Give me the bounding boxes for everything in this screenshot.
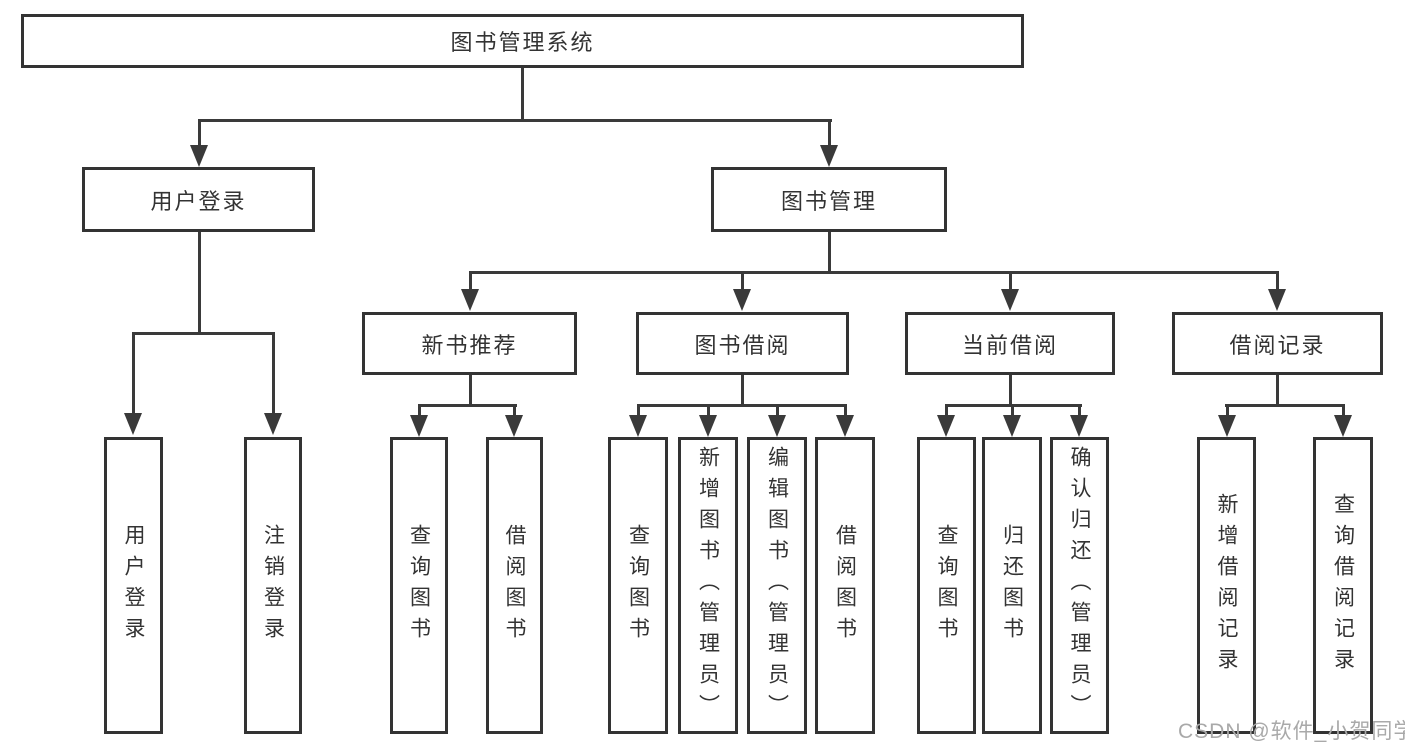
- connector-vline: [1276, 374, 1279, 406]
- arrow-down-icon: [410, 415, 428, 437]
- leaf-label: 借阅图书: [503, 523, 526, 648]
- arrow-down-icon: [505, 415, 523, 437]
- arrow-down-icon: [1003, 415, 1021, 437]
- connector-vline: [707, 404, 710, 417]
- arrow-down-icon: [768, 415, 786, 437]
- leaf-label: 借阅图书: [833, 523, 857, 648]
- connector-vline: [1078, 404, 1081, 417]
- watermark: CSDN @软件_小贺同学: [1178, 720, 1405, 743]
- arrow-down-icon: [124, 413, 142, 435]
- connector-vline: [741, 374, 744, 406]
- arrow-down-icon: [629, 415, 647, 437]
- connector-vline: [945, 404, 948, 417]
- leaf-confirm-return-admin: 确认归还（管理员）: [1050, 437, 1109, 734]
- arrow-down-icon: [1334, 415, 1352, 437]
- leaf-label: 确认归还（管理员）: [1068, 446, 1091, 725]
- arrow-down-icon: [1070, 415, 1088, 437]
- connector-hline: [637, 404, 847, 407]
- node-user-login: 用户登录: [82, 167, 315, 232]
- arrow-down-icon: [836, 415, 854, 437]
- connector-vline: [1011, 404, 1014, 417]
- leaf-label: 编辑图书（管理员）: [765, 446, 789, 725]
- leaf-label: 新增借阅记录: [1215, 492, 1238, 679]
- node-current-borrowing: 当前借阅: [905, 312, 1115, 375]
- arrow-down-icon: [190, 145, 208, 167]
- leaf-add-borrow-record: 新增借阅记录: [1197, 437, 1256, 734]
- connector-hline: [418, 404, 517, 407]
- connector-hline: [469, 271, 1279, 274]
- connector-vline: [1276, 271, 1279, 291]
- leaf-label: 新增图书（管理员）: [696, 446, 720, 725]
- arrow-down-icon: [264, 413, 282, 435]
- arrow-down-icon: [461, 289, 479, 311]
- connector-vline: [1226, 404, 1229, 417]
- leaf-edit-books-admin: 编辑图书（管理员）: [747, 437, 807, 734]
- connector-hline: [198, 119, 832, 122]
- connector-vline: [1342, 404, 1345, 417]
- connector-vline: [132, 332, 135, 414]
- node-borrowing-records: 借阅记录: [1172, 312, 1383, 375]
- connector-vline: [272, 332, 275, 414]
- connector-vline: [828, 119, 831, 146]
- leaf-query-books-current: 查询图书: [917, 437, 976, 734]
- leaf-label: 注销登录: [261, 523, 285, 648]
- arrow-down-icon: [733, 289, 751, 311]
- leaf-label: 查询图书: [626, 523, 650, 648]
- leaf-add-books-admin: 新增图书（管理员）: [678, 437, 738, 734]
- leaf-return-books: 归还图书: [982, 437, 1042, 734]
- leaf-query-books-borrowing: 查询图书: [608, 437, 668, 734]
- node-new-book-recommendation: 新书推荐: [362, 312, 577, 375]
- connector-vline: [198, 231, 201, 334]
- arrow-down-icon: [1001, 289, 1019, 311]
- leaf-user-login: 用户登录: [104, 437, 163, 734]
- arrow-down-icon: [937, 415, 955, 437]
- connector-vline: [1009, 374, 1012, 406]
- connector-vline: [469, 271, 472, 291]
- connector-vline: [741, 271, 744, 291]
- connector-vline: [198, 119, 201, 146]
- connector-vline: [513, 404, 516, 417]
- node-library-management-system: 图书管理系统: [21, 14, 1024, 68]
- leaf-label: 查询借阅记录: [1331, 492, 1355, 679]
- connector-vline: [521, 67, 524, 121]
- leaf-label: 查询图书: [407, 523, 431, 648]
- arrow-down-icon: [699, 415, 717, 437]
- leaf-query-books-recommend: 查询图书: [390, 437, 448, 734]
- arrow-down-icon: [1268, 289, 1286, 311]
- connector-hline: [132, 332, 275, 335]
- connector-vline: [776, 404, 779, 417]
- connector-vline: [469, 374, 472, 406]
- connector-hline: [1225, 404, 1345, 407]
- leaf-query-borrow-record: 查询借阅记录: [1313, 437, 1373, 734]
- arrow-down-icon: [820, 145, 838, 167]
- arrow-down-icon: [1218, 415, 1236, 437]
- leaf-label: 归还图书: [1000, 523, 1024, 648]
- connector-vline: [418, 404, 421, 417]
- leaf-borrow-books-borrowing: 借阅图书: [815, 437, 875, 734]
- node-book-borrowing: 图书借阅: [636, 312, 849, 375]
- connector-vline: [828, 231, 831, 273]
- connector-vline: [1009, 271, 1012, 291]
- node-book-management: 图书管理: [711, 167, 947, 232]
- leaf-label: 用户登录: [122, 523, 145, 648]
- connector-vline: [637, 404, 640, 417]
- connector-vline: [844, 404, 847, 417]
- leaf-label: 查询图书: [935, 523, 958, 648]
- leaf-borrow-books-recommend: 借阅图书: [486, 437, 543, 734]
- leaf-logout: 注销登录: [244, 437, 302, 734]
